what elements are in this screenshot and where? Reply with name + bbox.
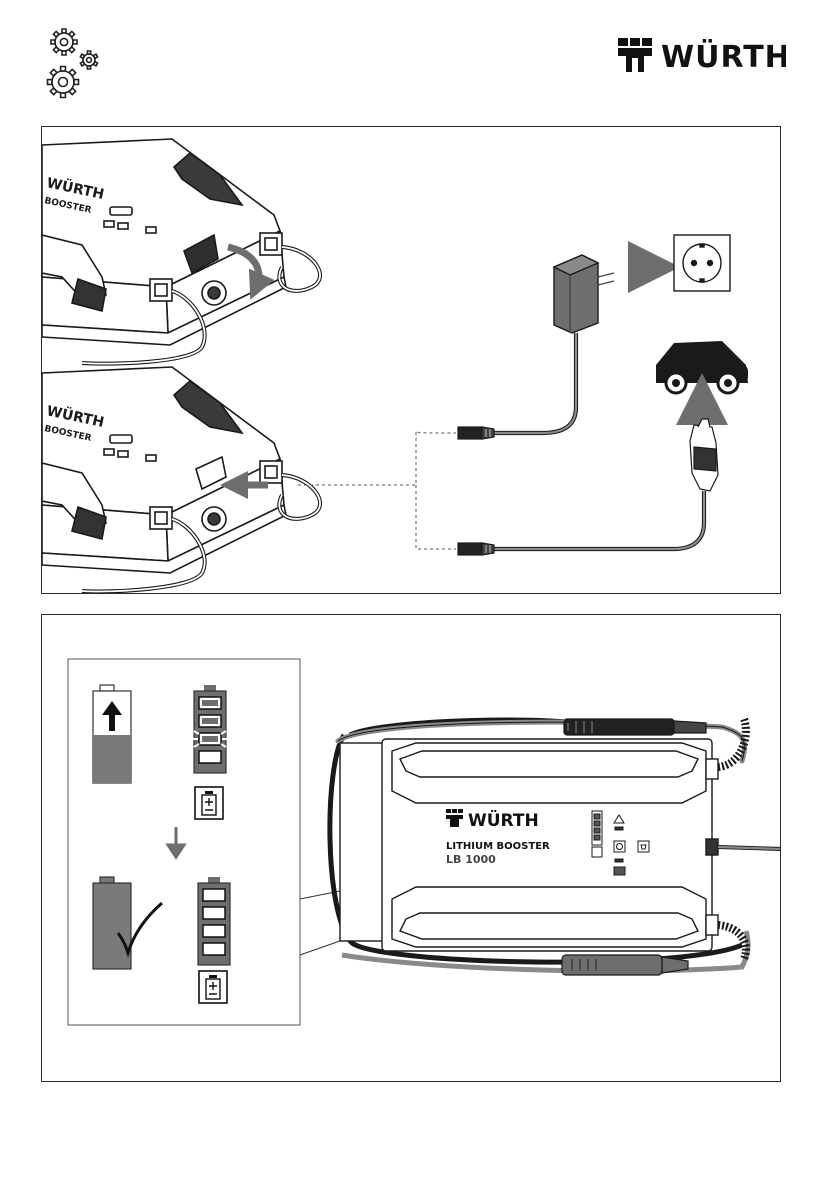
clamp-bottom xyxy=(562,955,688,975)
booster-device-upper: WÜRTH BOOSTER xyxy=(42,139,286,345)
wall-socket-icon xyxy=(674,235,730,291)
charger-plug xyxy=(458,427,494,439)
power-button xyxy=(614,841,625,852)
wurth-symbol-icon xyxy=(618,38,652,72)
device-brand: WÜRTH xyxy=(468,809,539,831)
charging-connection-panel: WÜRTH BOOSTER xyxy=(41,126,781,594)
device-model-code: LB 1000 xyxy=(446,853,496,866)
battery-plus-icon xyxy=(195,787,223,819)
light-button xyxy=(638,841,649,852)
wall-charger-icon xyxy=(554,255,614,333)
brand-name: WÜRTH xyxy=(661,38,786,75)
booster-device-lower: WÜRTH BOOSTER xyxy=(42,367,286,573)
connection-dashed-line xyxy=(298,431,456,485)
charge-indicator-panel: WÜRTH LITHIUM BOOSTER LB 1000 xyxy=(41,614,781,1082)
battery-plus-icon xyxy=(199,971,227,1003)
battery-charging-icon xyxy=(93,685,131,783)
clamp-top xyxy=(564,719,706,735)
car-cable-plug xyxy=(458,543,494,555)
led-indicator-charged xyxy=(198,877,230,965)
brand-logo: WÜRTH xyxy=(616,36,786,76)
car-icon xyxy=(656,341,748,393)
header-gears-icon xyxy=(38,22,108,104)
led-indicator-charging xyxy=(192,685,228,773)
device-model-line: LITHIUM BOOSTER xyxy=(446,841,550,852)
car-socket-plug xyxy=(690,419,718,491)
